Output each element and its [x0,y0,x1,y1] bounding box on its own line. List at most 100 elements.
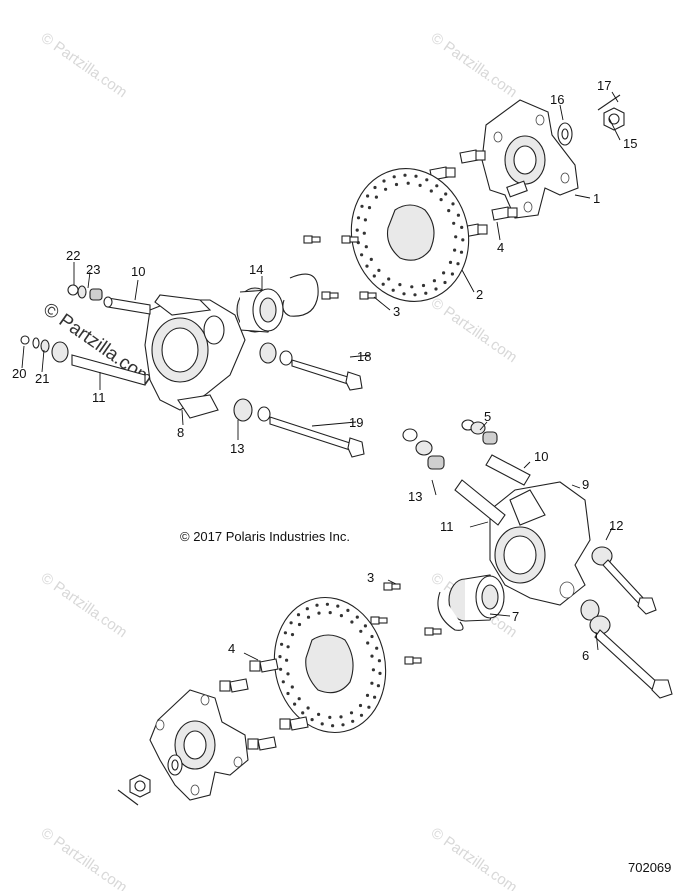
callout-14: 14 [249,262,263,277]
disc-hole [394,182,399,187]
bearing-lower [448,574,505,622]
disc-hole [456,262,460,266]
watermark: © Partzilla.com [428,824,521,891]
disc-hole [370,654,374,658]
disc-hole [377,659,381,663]
disc-hole [373,695,377,699]
disc-hole [454,235,458,239]
disc-holes-upper [355,173,465,297]
disc-hole [359,713,364,717]
bushing-stack-lower [402,419,531,526]
disc-hole [310,718,314,722]
disc-hole [355,228,359,232]
disc-hole [374,195,378,199]
disc-hole [305,607,309,611]
disc-hole [370,681,374,685]
callout-11-lower: 11 [440,519,454,534]
snap-ring-upper [282,273,319,317]
disc-hole [459,250,464,254]
disc-hole [289,621,293,625]
disc-hole [450,272,454,276]
callout-3: 3 [393,304,400,319]
disc-bolts-lower [370,582,442,665]
disc-hole [297,622,302,627]
disc-hole [339,715,343,719]
disc-hole [325,602,329,606]
sleeve-11-upper [20,335,146,386]
disc-hole [403,173,407,177]
callout-6: 6 [582,648,589,663]
disc-hole [296,613,301,617]
disc-hole [286,645,290,649]
disc-holes-lower [278,602,382,728]
callout-3-lower: 3 [367,570,374,585]
disc-hole [442,271,446,275]
disc-hole [376,684,380,688]
watermark: © Partzilla.com [38,824,131,891]
callout-2: 2 [476,287,483,302]
diagram-number: 702069 [628,860,671,875]
hub-upper [481,99,579,219]
brake-disc-upper [350,168,470,302]
callout-8: 8 [177,425,184,440]
disc-hole [360,204,364,208]
castle-nut-lower [129,774,151,798]
disc-hole [367,206,372,210]
disc-hole [317,611,321,615]
disc-hole [398,283,402,287]
disc-hole [365,693,370,698]
disc-hole [375,646,379,650]
callout-22: 22 [66,248,80,263]
disc-hole [402,292,406,296]
callout-1: 1 [593,191,600,206]
disc-hole [391,288,395,292]
disc-hole [320,722,324,726]
disc-hole [421,283,426,288]
disc-hole [456,213,460,217]
cotter-pin-upper [597,94,621,111]
disc-hole [341,723,345,727]
knuckle-upper [144,294,246,419]
disc-hole [328,715,332,720]
watermarks: © Partzilla.com © Partzilla.com © Partzi… [38,29,521,891]
disc-hole [418,183,422,187]
disc-hole [448,260,453,264]
disc-hole [410,285,414,289]
watermark: © Partzilla.com [38,29,131,101]
disc-hole [366,641,370,645]
bushing-6 [580,599,673,699]
disc-hole [290,685,294,689]
disc-hole [293,702,297,706]
disc-hole [452,221,456,225]
callout-23: 23 [86,262,100,277]
disc-hole [447,209,451,213]
disc-hole [306,615,311,619]
disc-hole [451,202,455,206]
disc-hole [378,671,382,676]
disc-hole [297,697,301,701]
bushings-22-23 [67,284,103,301]
disc-hole [317,712,321,717]
callout-12: 12 [609,518,623,533]
callout-13-lower: 13 [408,489,422,504]
disc-hole [278,655,282,659]
disc-hole [413,293,417,297]
disc-hole [382,179,386,183]
disc-hole [414,174,418,178]
callout-labels: 1 2 3 4 15 16 17 14 10 22 23 18 19 8 13 … [12,78,637,663]
disc-hole [285,658,289,662]
disc-hole [460,225,464,229]
disc-hole [444,192,448,196]
disc-hole [392,175,396,179]
disc-hole [443,280,447,285]
disc-hole [364,245,368,249]
disc-hole [425,178,429,182]
leader-lines [21,91,621,661]
wheel-studs-lower [219,658,309,751]
disc-hole [363,218,367,222]
callout-10-upper: 10 [131,264,145,279]
disc-hole [461,238,465,242]
disc-hole [366,194,370,198]
